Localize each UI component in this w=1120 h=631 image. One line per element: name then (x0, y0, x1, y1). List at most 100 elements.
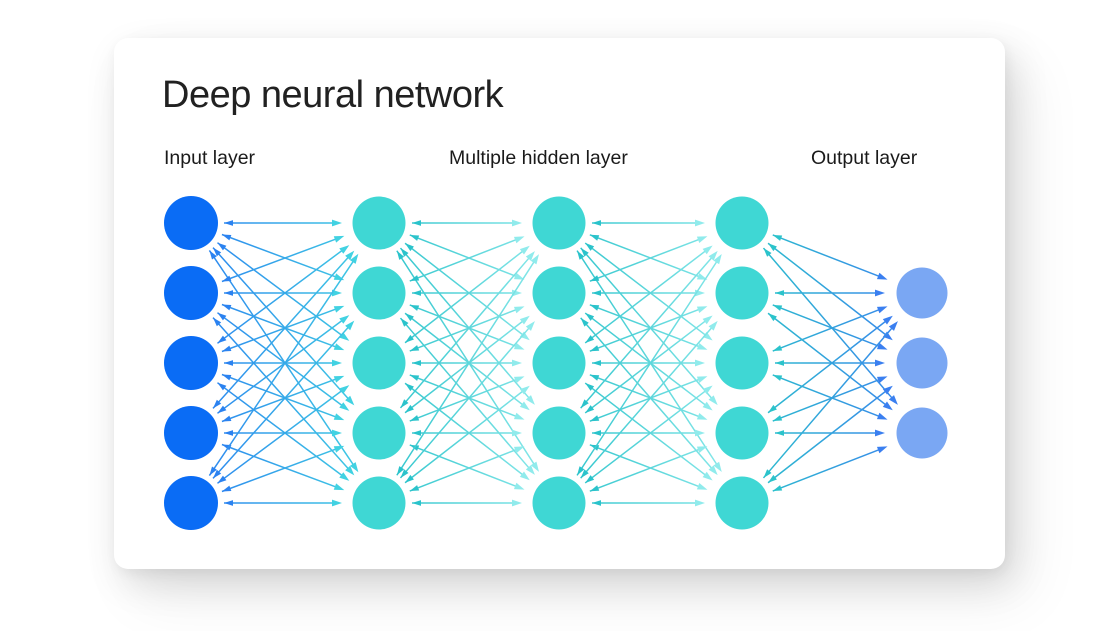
connection-arrow (409, 448, 517, 492)
origin-chevron-icon (224, 220, 233, 226)
connection-arrow (576, 261, 718, 476)
input-layer-label: Input layer (164, 147, 256, 169)
arrowhead-icon (513, 236, 525, 244)
arrowhead-icon (512, 429, 522, 437)
hidden-layer-label: Multiple hidden layer (449, 147, 628, 169)
origin-chevron-icon (580, 317, 589, 327)
connection-lines (208, 219, 898, 507)
arrowhead-icon (702, 385, 713, 395)
arrowhead-icon (882, 331, 893, 341)
connection-arrow (409, 234, 517, 278)
arrowhead-icon (333, 375, 345, 383)
origin-chevron-icon (763, 248, 772, 257)
origin-chevron-icon (400, 318, 409, 327)
origin-chevron-icon (768, 474, 777, 483)
neural-network-diagram (164, 196, 948, 530)
connection-arrow (409, 238, 517, 282)
connection-arrow (217, 319, 343, 414)
connection-arrow (409, 374, 517, 418)
arrowhead-icon (332, 359, 342, 367)
origin-chevron-icon (412, 220, 421, 226)
input-node-3 (164, 336, 218, 390)
arrowhead-icon (696, 483, 708, 490)
connection-arrow (399, 247, 530, 399)
origin-chevron-icon (405, 474, 414, 483)
origin-chevron-icon (400, 399, 409, 408)
connection-arrow (576, 250, 718, 465)
origin-chevron-icon (221, 275, 232, 282)
arrowhead-icon (513, 342, 525, 350)
origin-chevron-icon (405, 383, 414, 392)
connection-arrow (221, 303, 337, 348)
origin-chevron-icon (772, 345, 783, 352)
arrowhead-icon (525, 395, 535, 405)
arrowhead-icon (512, 499, 522, 507)
arrowhead-icon (876, 306, 888, 314)
connection-arrow (580, 327, 713, 479)
input-node-2 (164, 266, 218, 320)
origin-chevron-icon (409, 374, 420, 381)
origin-chevron-icon (585, 383, 595, 391)
arrowhead-icon (345, 320, 355, 331)
connection-arrow (221, 238, 337, 283)
origin-chevron-icon (589, 345, 600, 352)
origin-chevron-icon (772, 485, 783, 492)
arrowhead-icon (345, 465, 355, 476)
origin-chevron-icon (775, 430, 784, 436)
arrowhead-icon (713, 253, 722, 265)
connection-arrow (762, 327, 893, 479)
hidden-3-node-5 (715, 476, 769, 530)
arrowhead-icon (882, 401, 893, 411)
origin-chevron-icon (409, 485, 420, 492)
connection-arrow (767, 312, 887, 406)
origin-chevron-icon (775, 360, 784, 366)
hidden-2-node-1 (532, 196, 586, 250)
connection-arrow (404, 242, 524, 336)
connection-arrow (212, 317, 349, 470)
origin-chevron-icon (209, 250, 217, 260)
connection-arrow (208, 260, 354, 477)
connection-arrow (404, 312, 524, 406)
origin-chevron-icon (405, 334, 414, 343)
origin-chevron-icon (409, 415, 420, 422)
connection-arrow (589, 448, 700, 492)
origin-chevron-icon (213, 247, 222, 257)
arrowhead-icon (876, 272, 888, 280)
origin-chevron-icon (589, 304, 600, 311)
arrowhead-icon (333, 235, 345, 243)
connection-arrow (767, 242, 887, 336)
origin-chevron-icon (412, 500, 421, 506)
arrowhead-icon (696, 273, 708, 280)
hidden-3-node-4 (715, 406, 769, 460)
origin-chevron-icon (224, 290, 233, 296)
arrowhead-icon (519, 471, 530, 481)
origin-chevron-icon (217, 312, 227, 321)
arrowhead-icon (876, 376, 888, 384)
output-node-2 (896, 337, 948, 389)
origin-chevron-icon (592, 500, 601, 506)
origin-chevron-icon (400, 248, 409, 257)
connection-arrow (409, 444, 517, 488)
origin-chevron-icon (409, 304, 420, 311)
origin-chevron-icon (772, 374, 783, 381)
arrowhead-icon (512, 219, 522, 227)
arrowhead-icon (702, 315, 713, 325)
connection-arrow (589, 374, 700, 418)
arrowhead-icon (888, 321, 898, 331)
arrowhead-icon (702, 401, 713, 411)
arrowhead-icon (332, 219, 342, 227)
connection-arrow (396, 261, 535, 476)
arrowhead-icon (695, 359, 705, 367)
hidden-1-node-4 (352, 406, 406, 460)
origin-chevron-icon (763, 469, 772, 478)
connection-arrow (772, 374, 880, 418)
origin-chevron-icon (589, 374, 600, 381)
arrowhead-icon (882, 315, 893, 325)
connection-arrow (221, 378, 337, 423)
connection-arrow (584, 390, 706, 484)
arrowhead-icon (702, 471, 713, 481)
hidden-2-node-2 (532, 266, 586, 320)
origin-chevron-icon (217, 382, 227, 391)
arrowhead-icon (525, 251, 535, 261)
